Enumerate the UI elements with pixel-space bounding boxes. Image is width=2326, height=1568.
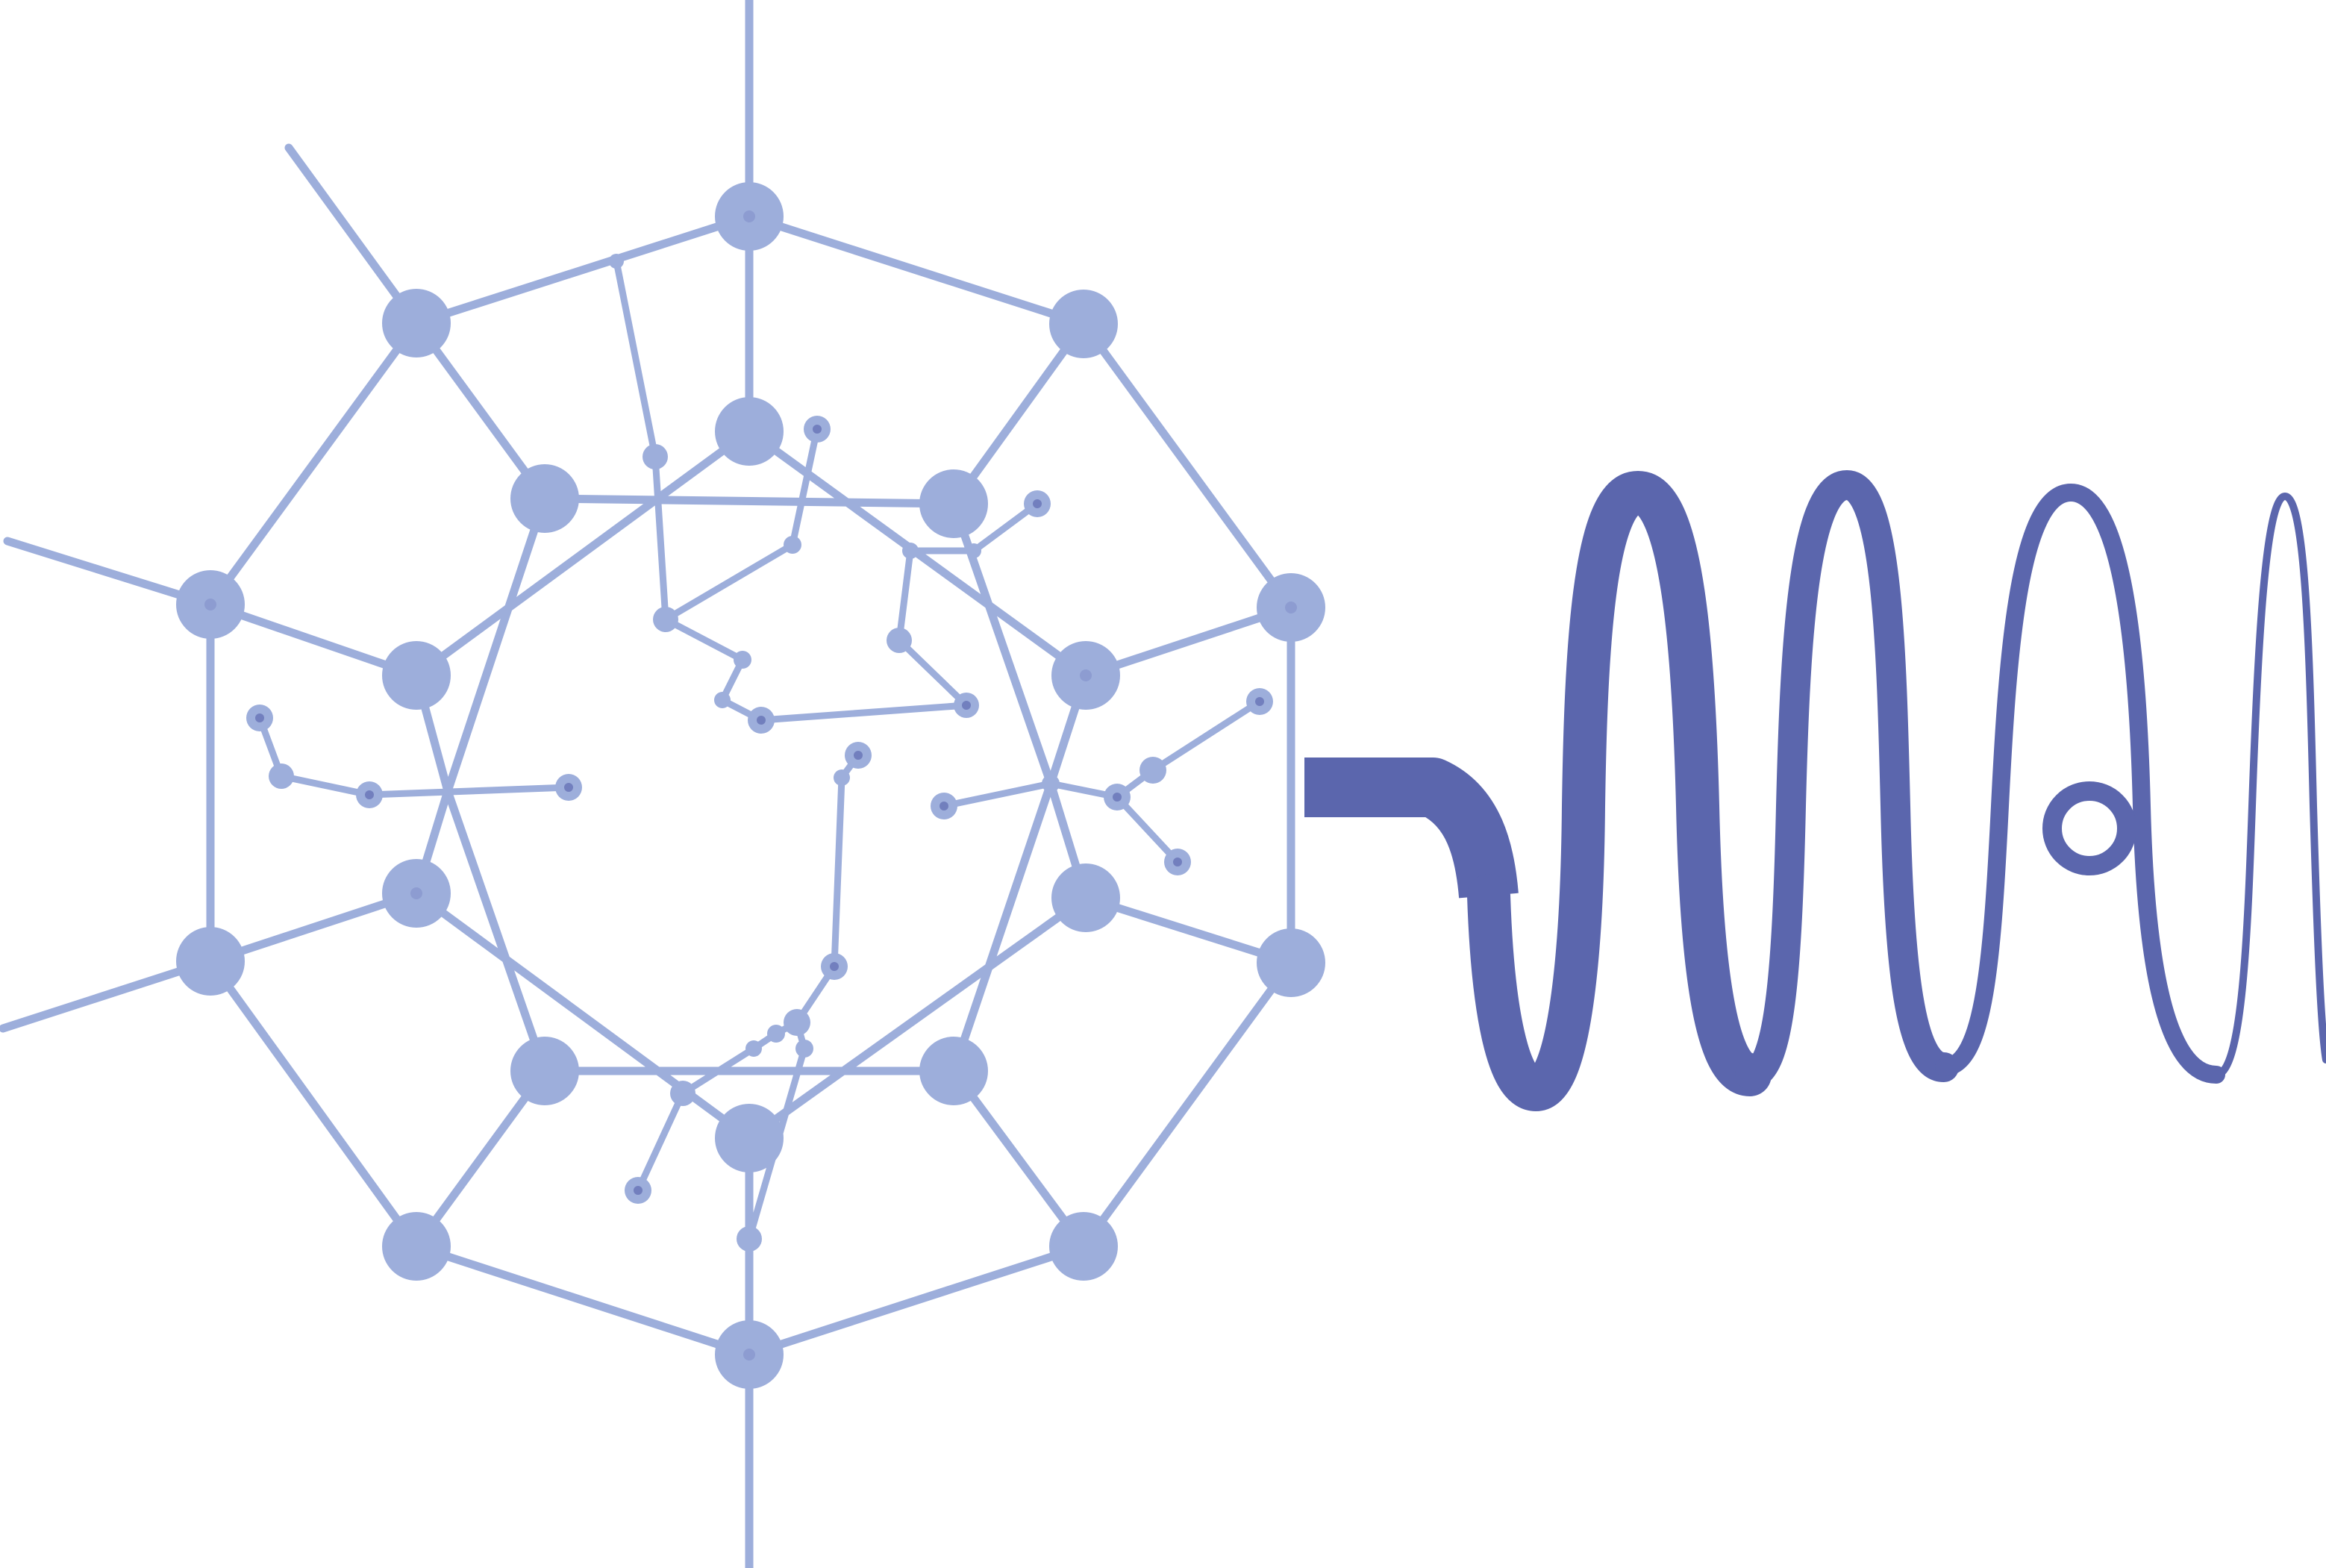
small-atom (795, 1040, 813, 1058)
chain-right-a (940, 780, 1181, 866)
bond-stub-left-lower (0, 957, 215, 1033)
atom (382, 289, 451, 357)
chain-left (256, 714, 572, 799)
atom (715, 397, 784, 466)
small-atom (737, 1226, 762, 1252)
small-atom (734, 651, 751, 669)
atom (382, 1212, 451, 1281)
chain-right-b (1113, 698, 1263, 801)
spoke-7 (412, 1066, 549, 1251)
inner-link-3 (443, 494, 549, 796)
atom (1051, 863, 1120, 932)
inner-link-11 (412, 889, 754, 1143)
wave-lead (1304, 758, 1519, 899)
atom (1049, 1212, 1118, 1281)
small-atom-core (1173, 858, 1182, 866)
small-atom (745, 1040, 762, 1057)
small-atom-core (813, 425, 822, 434)
atom-highlight (743, 1349, 755, 1361)
atom (919, 1037, 988, 1105)
small-atom (834, 769, 850, 786)
small-atom-core (1113, 793, 1122, 802)
small-atom (784, 536, 801, 554)
small-atom-core (940, 802, 948, 810)
cage-atoms (176, 182, 1325, 1389)
spoke-5 (949, 1066, 1088, 1251)
small-atom (784, 1009, 810, 1036)
small-atom-core (1255, 697, 1264, 706)
mid-top-bar (540, 494, 958, 508)
small-atom (767, 1025, 785, 1043)
small-atom (643, 444, 668, 469)
spoke-8 (206, 889, 421, 966)
small-atom (670, 1081, 695, 1106)
spoke-3 (1081, 603, 1295, 680)
small-atom-core (854, 751, 863, 760)
spoke-9 (206, 600, 421, 680)
inner-link-12 (745, 893, 1090, 1143)
atom-highlight (743, 210, 755, 222)
small-ring (2042, 781, 2136, 875)
inner-link-6 (443, 787, 549, 1075)
small-atom (1139, 757, 1166, 784)
small-atom-core (962, 701, 971, 710)
atom (715, 1104, 784, 1172)
atom-highlight (1285, 602, 1297, 613)
bond-stub-left-upper (3, 537, 215, 609)
small-atom-core (255, 713, 264, 722)
small-atom-core (634, 1186, 643, 1195)
wave-segment-2 (1735, 470, 1959, 1090)
inner-link-1 (412, 427, 754, 680)
small-atom-core (564, 783, 573, 792)
small-atom (966, 543, 981, 558)
small-atoms (204, 210, 1297, 1361)
atom-highlight (410, 887, 422, 899)
wave-segment-4 (2213, 493, 2326, 1078)
atom (510, 1037, 579, 1105)
small-atom-core (757, 716, 766, 725)
small-atom (269, 763, 294, 789)
atom-highlight (204, 599, 216, 610)
small-atom (714, 692, 731, 708)
oscillating-wave (1304, 470, 2326, 1111)
small-atom (887, 628, 912, 653)
cage-bonds (0, 0, 1295, 1568)
small-atom-core (830, 962, 839, 971)
small-atom (653, 607, 678, 632)
spoke-4 (1081, 893, 1295, 967)
small-atom (902, 543, 919, 559)
atom (1257, 928, 1325, 997)
inner-link-10 (949, 779, 1055, 1075)
atom (176, 927, 245, 996)
atom (1049, 290, 1118, 358)
spoke-10 (412, 319, 549, 503)
atom (919, 469, 988, 538)
small-atom (1042, 775, 1060, 793)
atom (510, 464, 579, 533)
wave-segment-3 (1935, 484, 2225, 1084)
small-atom (609, 254, 624, 269)
spoke-2 (949, 319, 1088, 508)
wave-segment-1 (1467, 471, 1772, 1111)
small-atom-core (1033, 499, 1042, 508)
bond-stub-top-left (284, 143, 421, 328)
atom-highlight (1080, 669, 1092, 681)
atom (382, 641, 451, 710)
small-atom-core (365, 790, 374, 799)
